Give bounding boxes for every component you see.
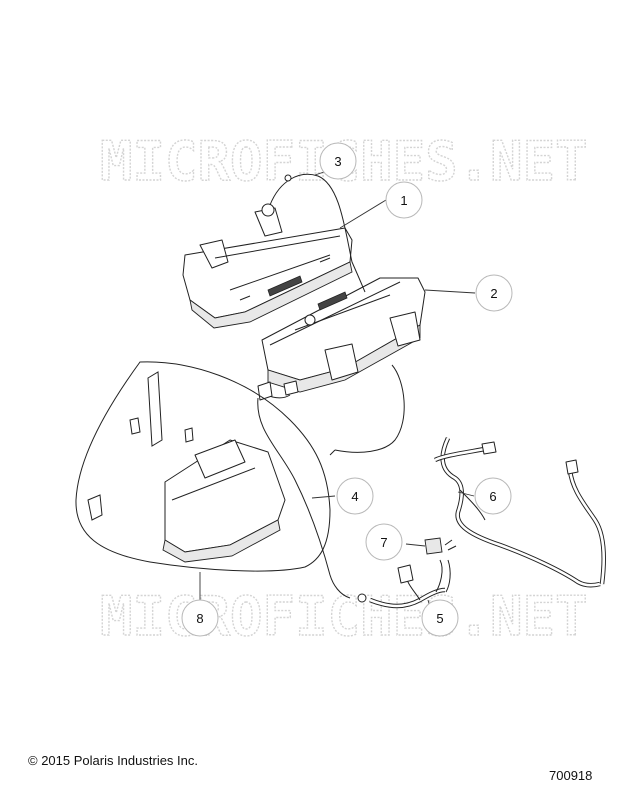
part-3-harness xyxy=(269,173,366,293)
callout-8[interactable]: 8 xyxy=(181,599,219,637)
svg-text:7: 7 xyxy=(380,535,387,550)
svg-text:6: 6 xyxy=(489,489,496,504)
svg-text:5: 5 xyxy=(436,611,443,626)
leader-4 xyxy=(311,495,336,499)
callout-4[interactable]: 4 xyxy=(336,477,374,515)
callout-3[interactable]: 3 xyxy=(319,142,357,180)
leader-6 xyxy=(457,491,475,497)
part-1-speaker-pod-upper xyxy=(182,203,353,329)
watermark-bottom: MICROFICHES.NET xyxy=(100,585,588,648)
callout-2[interactable]: 2 xyxy=(475,274,513,312)
callout-6[interactable]: 6 xyxy=(474,477,512,515)
leader-7 xyxy=(405,543,426,547)
svg-text:3: 3 xyxy=(334,154,341,169)
svg-text:1: 1 xyxy=(400,193,407,208)
callout-1[interactable]: 1 xyxy=(385,181,423,219)
callout-7[interactable]: 7 xyxy=(365,523,403,561)
part-6-harness xyxy=(433,437,606,588)
part-4-harness xyxy=(257,364,405,599)
part-7-clip xyxy=(424,537,457,555)
svg-text:2: 2 xyxy=(490,286,497,301)
part-2-speaker-pod-lower xyxy=(261,277,426,393)
copyright-notice: © 2015 Polaris Industries Inc. xyxy=(28,753,198,768)
part-5-harness xyxy=(357,559,451,609)
leader-2 xyxy=(424,289,476,294)
svg-text:8: 8 xyxy=(196,611,203,626)
callout-5[interactable]: 5 xyxy=(421,599,459,637)
part-8-storage-assembly xyxy=(75,361,331,572)
leader-1 xyxy=(339,199,387,229)
figure-number: 700918 xyxy=(549,768,593,783)
svg-text:4: 4 xyxy=(351,489,358,504)
